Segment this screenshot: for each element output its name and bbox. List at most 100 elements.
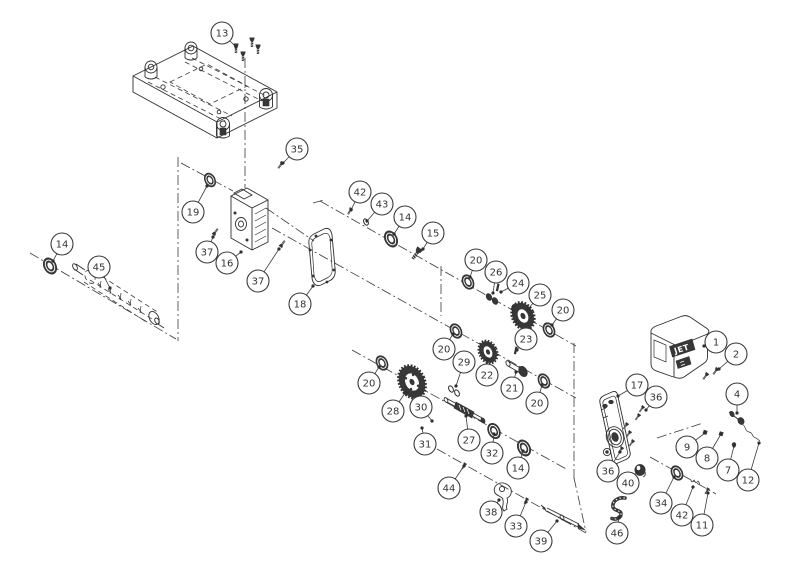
part-bearing-20-d — [535, 371, 553, 391]
leader-dot-b20-e — [377, 365, 381, 369]
part-gearbox-16 — [230, 187, 269, 251]
balloon-b14-mid — [393, 205, 417, 229]
part-sprocket-22 — [477, 339, 499, 365]
leader-b12 — [750, 442, 760, 470]
leader-dot-b30 — [430, 419, 434, 423]
leader-dot-b36-lower — [618, 450, 622, 454]
part-bearing-14-lower — [514, 437, 534, 459]
leader-dot-b36-upper — [644, 408, 648, 412]
balloon-label-b45: 45 — [93, 263, 106, 274]
leader-dot-b8 — [719, 432, 723, 436]
balloon-b23 — [514, 327, 538, 351]
leader-dot-b37-upper — [211, 235, 215, 239]
leader-b11 — [703, 492, 709, 515]
balloon-label-b20-e: 20 — [363, 379, 376, 390]
leader-b17 — [617, 390, 628, 397]
balloon-label-b42-lower: 42 — [676, 511, 689, 522]
balloon-b20-c — [432, 337, 456, 361]
leader-b29 — [455, 372, 461, 387]
balloon-b1 — [704, 330, 728, 354]
leader-dot-b7 — [732, 444, 736, 448]
balloon-b42-lower — [670, 503, 694, 527]
balloon-label-b18: 18 — [294, 300, 307, 311]
balloon-b2 — [724, 342, 748, 366]
leader-b33 — [519, 501, 527, 516]
balloon-label-b37-lower: 37 — [252, 277, 265, 288]
leader-dot-b16 — [239, 250, 243, 254]
part-screws-2 — [701, 366, 720, 381]
balloon-label-b26: 26 — [490, 268, 503, 279]
balloon-label-b36-upper: 36 — [650, 393, 663, 404]
part-roller-45 — [72, 263, 165, 329]
balloon-b18 — [288, 292, 312, 316]
balloon-label-b16: 16 — [221, 259, 234, 270]
balloon-label-b29: 29 — [458, 358, 471, 369]
balloon-b13 — [210, 21, 234, 45]
balloon-label-b15: 15 — [427, 229, 440, 240]
balloon-label-b20-a: 20 — [470, 256, 483, 267]
balloon-b4 — [725, 382, 749, 406]
balloon-b20-e — [357, 371, 381, 395]
leader-dot-b38 — [497, 498, 501, 502]
part-bearing-34 — [668, 463, 686, 483]
part-shaft-21 — [505, 360, 528, 378]
balloon-b29 — [452, 350, 476, 374]
part-bearing-32 — [484, 420, 504, 442]
leader-dot-b34 — [672, 475, 676, 479]
part-collar-26 — [485, 293, 499, 305]
balloon-b36-upper — [644, 385, 668, 409]
leader-dot-b4 — [735, 411, 739, 415]
leader-b34 — [665, 476, 675, 494]
balloon-b15 — [421, 221, 445, 245]
balloon-b21 — [500, 376, 524, 400]
balloon-label-b25: 25 — [534, 291, 547, 302]
leader-dot-b20-d — [540, 383, 544, 387]
part-plate-17 — [599, 390, 631, 465]
balloon-b25 — [528, 283, 552, 307]
balloon-b20-d — [525, 391, 549, 415]
part-pawl-38 — [493, 482, 512, 512]
balloon-label-b2: 2 — [733, 350, 739, 361]
frame-boss-right — [259, 88, 273, 110]
leader-b2 — [718, 360, 729, 370]
leader-dot-b14-left — [51, 259, 55, 263]
balloon-label-b14-mid: 14 — [399, 213, 412, 224]
balloon-b35 — [285, 137, 309, 161]
part-bearing-14-mid — [381, 228, 401, 250]
leader-dot-b9 — [703, 431, 707, 435]
leader-dot-b45 — [108, 286, 112, 290]
part-wire-12 — [741, 423, 761, 442]
leader-dot-b17 — [616, 394, 620, 398]
balloon-label-b9: 9 — [684, 443, 690, 454]
frame-boss-bottom — [216, 117, 230, 139]
balloon-label-b11: 11 — [696, 521, 709, 532]
balloon-b39 — [529, 529, 553, 553]
leader-b26 — [492, 282, 495, 294]
balloon-label-b7: 7 — [725, 466, 731, 477]
leader-b43 — [366, 211, 376, 222]
leader-dot-b19 — [205, 184, 209, 188]
leader-dot-b24 — [499, 290, 503, 294]
leader-dot-b40 — [635, 470, 639, 474]
part-washers-29 — [447, 384, 461, 398]
leader-b27 — [465, 415, 469, 430]
balloon-label-b34: 34 — [655, 499, 668, 510]
leader-dot-b1 — [702, 344, 706, 348]
balloon-b45 — [87, 255, 111, 279]
balloon-label-b14-lower: 14 — [512, 464, 525, 475]
balloons-layer: 1335191445371637184243141520262425202320… — [50, 21, 761, 553]
balloon-label-b22: 22 — [481, 371, 494, 382]
balloon-label-b32: 32 — [486, 449, 499, 460]
leader-dot-b44 — [462, 464, 466, 468]
balloon-label-b37-upper: 37 — [201, 248, 214, 259]
balloon-label-b27: 27 — [463, 436, 476, 447]
balloon-b31 — [413, 432, 437, 456]
part-bearing-20-b — [540, 320, 558, 340]
leader-dot-b20-a — [468, 275, 472, 279]
leader-b28 — [398, 392, 406, 403]
leader-b45 — [103, 276, 111, 289]
balloon-b14-lower — [506, 456, 530, 480]
balloon-b22 — [475, 363, 499, 387]
balloon-label-b36-lower: 36 — [602, 467, 615, 478]
balloon-b38 — [479, 500, 503, 524]
